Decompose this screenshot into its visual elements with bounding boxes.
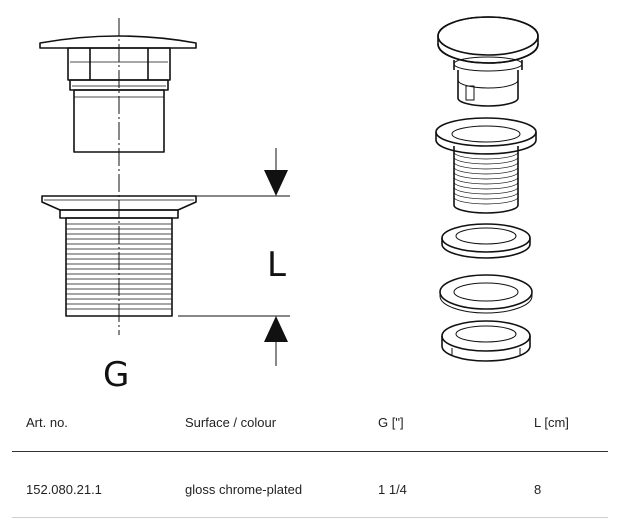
plug-cap-side-view bbox=[39, 35, 197, 153]
washer-ring-1 bbox=[441, 223, 531, 259]
arrow-down-icon bbox=[264, 170, 288, 196]
header-divider bbox=[12, 451, 608, 452]
flange-threaded-body-exploded bbox=[435, 117, 537, 214]
cell-art-no: 152.080.21.1 bbox=[26, 482, 102, 497]
row-divider bbox=[12, 517, 608, 518]
technical-drawing: L G bbox=[39, 16, 539, 395]
arrow-up-icon bbox=[264, 316, 288, 342]
washer-ring-2 bbox=[439, 274, 533, 314]
header-surface-colour: Surface / colour bbox=[185, 415, 277, 430]
dimension-l bbox=[178, 148, 290, 366]
dimension-l-label: L bbox=[267, 245, 286, 285]
lock-nut bbox=[441, 320, 531, 362]
cell-g: 1 1/4 bbox=[378, 482, 407, 497]
header-l: L [cm] bbox=[534, 415, 569, 430]
header-g: G ["] bbox=[378, 415, 404, 430]
dimension-g-label: G bbox=[103, 355, 129, 395]
cell-surface-colour: gloss chrome-plated bbox=[185, 482, 303, 497]
spec-table: Art. no. Surface / colour G ["] L [cm] 1… bbox=[0, 400, 620, 526]
cell-l: 8 bbox=[534, 482, 542, 497]
plug-cap-exploded bbox=[437, 16, 539, 107]
header-art-no: Art. no. bbox=[26, 415, 68, 430]
